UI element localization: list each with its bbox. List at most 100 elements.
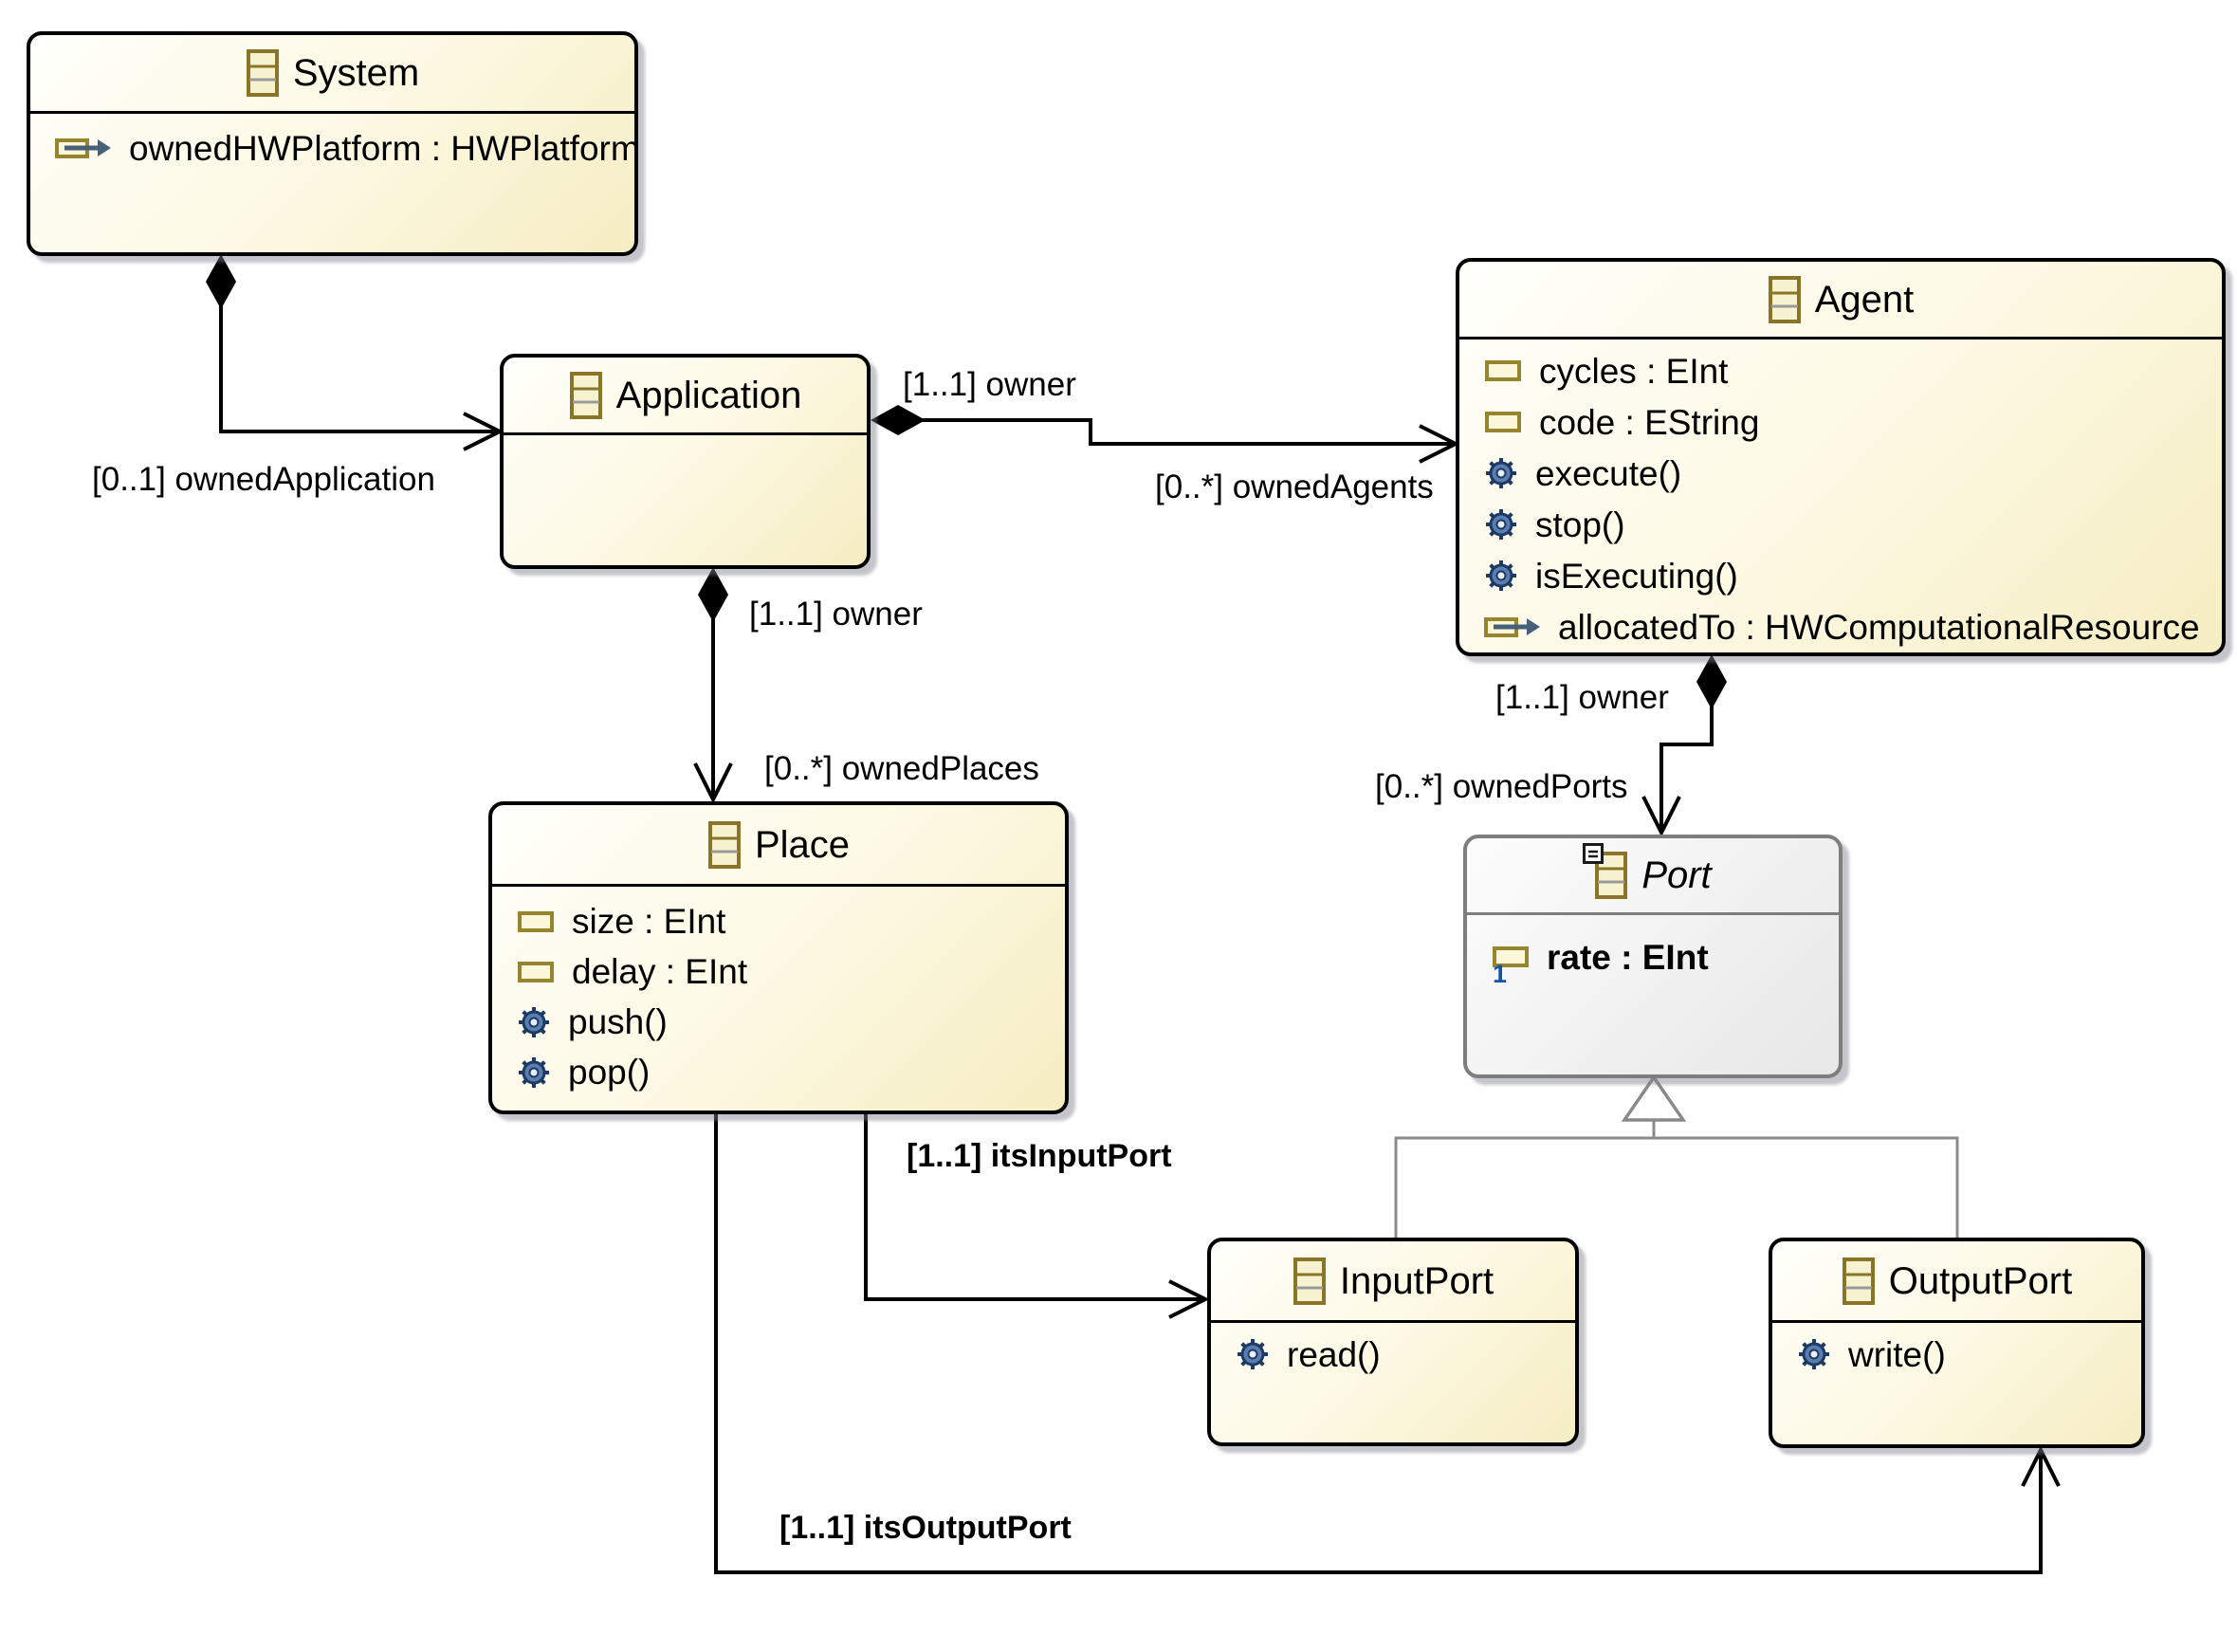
member-row[interactable]: write() [1772,1329,2141,1380]
eclass-icon [1842,1257,1875,1305]
member-label: read() [1287,1334,1381,1374]
eoperation-icon [1486,458,1516,488]
class-members-outputport: write() [1772,1323,2141,1380]
class-title: System [292,52,420,94]
edge-label[interactable]: [0..*] ownedPorts [1375,768,1628,805]
member-label: ownedHWPlatform : HWPlatform [129,128,638,168]
eattribute-icon [518,961,554,982]
edge-inputport-outputport-generalization[interactable] [1394,1136,1959,1238]
member-row[interactable]: stop() [1459,499,2222,550]
class-title: OutputPort [1888,1259,2073,1302]
member-label: push() [568,1002,668,1041]
class-title: Application [615,374,802,416]
eoperation-icon [1799,1339,1829,1369]
member-row[interactable]: push() [492,997,1065,1047]
class-members-place: size : EInt delay : EInt push() pop() [492,887,1065,1097]
abstract-eclass-icon [1583,843,1628,900]
eoperation-icon [1486,509,1516,540]
member-label: execute() [1535,453,1682,493]
eclass-icon [1768,275,1801,323]
eoperation-icon [1238,1339,1268,1369]
edge-system-to-application[interactable] [219,285,498,433]
class-header-outputport[interactable]: OutputPort [1772,1241,2141,1323]
edge-label[interactable]: [1..1] itsInputPort [907,1138,1172,1174]
edge-label[interactable]: [1..1] itsOutputPort [779,1510,1072,1546]
class-inputport[interactable]: InputPort read() [1207,1238,1579,1446]
member-row[interactable]: cycles : EInt [1459,345,2222,396]
eclass-icon [246,49,279,97]
class-system[interactable]: System ownedHWPlatform : HWPlatform [27,31,638,256]
member-row[interactable]: delay : EInt [492,946,1065,997]
member-row[interactable]: allocatedTo : HWComputationalResource [1459,601,2222,652]
edge-label[interactable]: [0..*] ownedPlaces [764,750,1039,787]
class-title: Port [1641,854,1712,896]
class-place[interactable]: Place size : EInt delay : EInt push() pop() [488,801,1069,1114]
open-arrowhead-icon [693,762,733,804]
class-header-application[interactable]: Application [504,358,867,435]
composition-diamond-icon [698,567,728,622]
member-row[interactable]: code : EString [1459,396,2222,448]
eoperation-icon [519,1006,549,1037]
class-members-agent: cycles : EInt code : EString execute() stop… [1459,340,2222,652]
member-label: delay : EInt [572,952,748,991]
edge-agent-to-port[interactable] [1659,697,1714,831]
eattribute-icon [518,910,554,932]
member-label: write() [1848,1334,1946,1374]
member-row[interactable]: read() [1211,1329,1575,1380]
class-outputport[interactable]: OutputPort write() [1769,1238,2145,1448]
member-label: pop() [568,1053,651,1092]
member-row[interactable]: 1 rate : EInt [1467,930,1839,987]
member-row[interactable]: ownedHWPlatform : HWPlatform [30,121,634,174]
class-header-agent[interactable]: Agent [1459,262,2222,340]
open-arrowhead-icon [1168,1279,1210,1319]
class-title: InputPort [1339,1259,1494,1302]
member-row[interactable]: execute() [1459,448,2222,499]
class-header-system[interactable]: System [30,35,634,114]
ereference-icon [55,138,111,158]
edge-label[interactable]: [0..*] ownedAgents [1155,468,1434,505]
edge-label[interactable]: [1..1] owner [1495,679,1669,716]
member-label: code : EString [1539,402,1760,442]
eattribute-icon [1485,412,1521,432]
eattribute-icon [1485,360,1521,381]
class-header-port[interactable]: Port [1467,838,1839,915]
member-row[interactable]: pop() [492,1047,1065,1097]
class-agent[interactable]: Agent cycles : EInt code : EString execute(… [1456,258,2226,656]
edge-place-to-outputport[interactable] [714,1114,2043,1574]
eoperation-icon [519,1056,549,1088]
open-arrowhead-icon [1641,796,1681,837]
edge-label[interactable]: [0..1] ownedApplication [92,461,435,498]
class-members-port: 1 rate : EInt [1467,915,1839,987]
class-header-place[interactable]: Place [492,805,1065,887]
ereference-icon [1484,617,1540,637]
member-label: allocatedTo : HWComputationalResource [1558,607,2200,647]
member-label: rate : EInt [1547,937,1709,977]
eclass-icon [1293,1257,1326,1305]
composition-diamond-icon [206,254,236,309]
member-label: size : EInt [572,902,726,941]
class-application[interactable]: Application [500,354,871,569]
edge-label[interactable]: [1..1] owner [903,366,1076,403]
edge-place-to-inputport[interactable] [864,1114,1203,1301]
member-label: cycles : EInt [1539,351,1729,391]
class-header-inputport[interactable]: InputPort [1211,1241,1575,1323]
composition-diamond-icon [871,405,926,435]
class-title: Agent [1814,278,1915,321]
member-row[interactable]: isExecuting() [1459,550,2222,601]
edge-application-to-agent[interactable] [922,418,1454,446]
class-port[interactable]: Port 1 rate : EInt [1463,835,1843,1078]
class-members-application [504,435,867,441]
eattribute-required-icon: 1 [1492,945,1530,987]
member-label: isExecuting() [1535,556,1738,596]
eclass-icon [707,820,741,869]
class-members-system: ownedHWPlatform : HWPlatform [30,114,634,174]
eoperation-icon [1486,560,1516,591]
eclass-icon [569,371,602,419]
member-row[interactable]: size : EInt [492,896,1065,946]
edge-label[interactable]: [1..1] owner [749,596,923,633]
composition-diamond-icon [1696,654,1727,709]
generalization-triangle-icon [1621,1074,1687,1122]
member-label: stop() [1535,505,1625,544]
